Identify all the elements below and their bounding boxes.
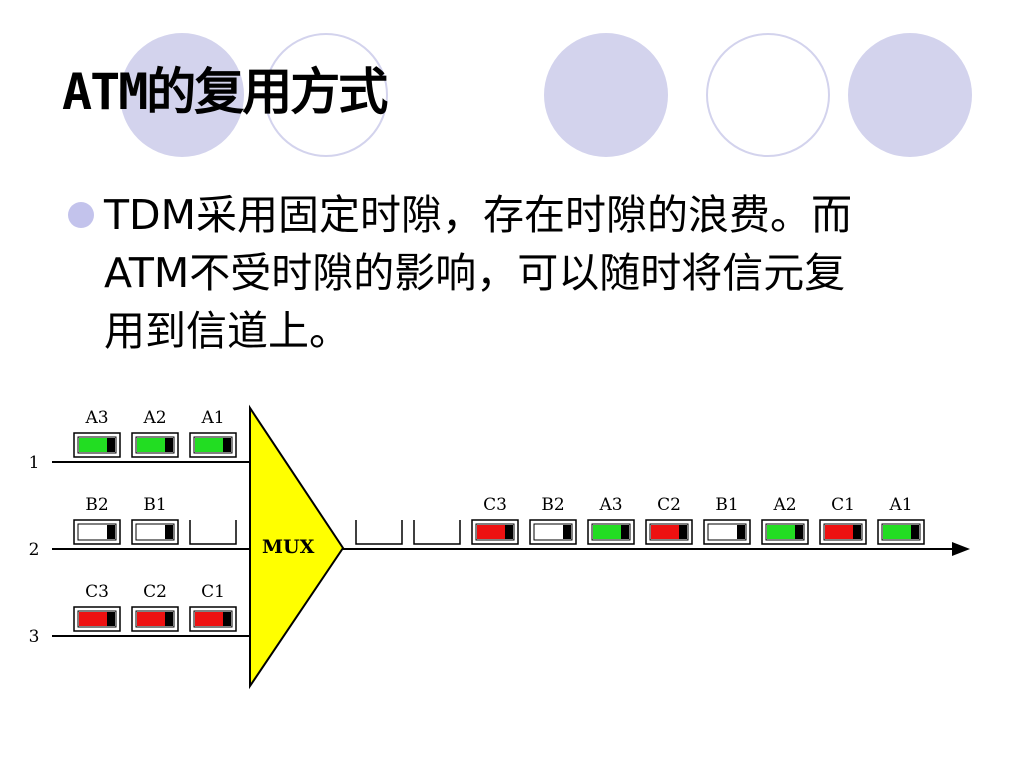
atm-cell: A3 <box>587 495 635 545</box>
bullet-line: ATM不受时隙的影响，可以随时将信元复 <box>104 249 846 297</box>
cell-payload <box>535 525 563 539</box>
cell-header <box>853 525 861 539</box>
atm-cell: C3 <box>471 495 519 545</box>
cell-header <box>563 525 571 539</box>
atm-cell <box>413 520 461 545</box>
cell-label: A2 <box>142 408 166 428</box>
empty-slot <box>189 520 237 545</box>
atm-cell: A1 <box>877 495 925 545</box>
cell-payload <box>137 525 165 539</box>
input-lines: 1 A3 A2 A1 2 B2 B1 3 C3 C2 C1 <box>29 408 250 647</box>
cell-label: C3 <box>85 582 109 602</box>
cell-payload <box>137 438 165 452</box>
cell-header <box>737 525 745 539</box>
cell-payload <box>767 525 795 539</box>
cell-label: A1 <box>888 495 912 515</box>
cell-header <box>223 612 231 626</box>
cell-label: C2 <box>143 582 167 602</box>
cell-header <box>679 525 687 539</box>
atm-cell: A3 <box>73 408 121 458</box>
cell-label: B2 <box>85 495 108 515</box>
bullet-line: 用到信道上。 <box>104 307 350 355</box>
cell-label: C1 <box>831 495 855 515</box>
atm-cell: B1 <box>131 495 179 545</box>
cell-header <box>505 525 513 539</box>
cell-header <box>621 525 629 539</box>
atm-cell: A1 <box>189 408 237 458</box>
input-line-label: 1 <box>29 453 40 473</box>
cell-payload <box>195 438 223 452</box>
cell-label: C3 <box>483 495 507 515</box>
cell-payload <box>477 525 505 539</box>
cell-label: A1 <box>200 408 224 428</box>
slide-title: ATM的复用方式 <box>62 63 388 121</box>
cell-header <box>165 525 173 539</box>
cell-header <box>107 525 115 539</box>
cell-header <box>165 612 173 626</box>
atm-cell: B1 <box>703 495 751 545</box>
cell-header <box>911 525 919 539</box>
atm-cell <box>189 520 237 545</box>
atm-cell: C1 <box>819 495 867 545</box>
cell-header <box>165 438 173 452</box>
cell-payload <box>79 438 107 452</box>
bullet-text: TDM采用固定时隙，存在时隙的浪费。而 ATM不受时隙的影响，可以随时将信元复 … <box>104 186 984 360</box>
decor-circle <box>264 33 388 157</box>
cell-payload <box>593 525 621 539</box>
cell-payload <box>137 612 165 626</box>
atm-cell: A2 <box>131 408 179 458</box>
atm-cell: C2 <box>131 582 179 632</box>
cell-header <box>107 612 115 626</box>
cell-label: A3 <box>84 408 108 428</box>
cell-label: B1 <box>715 495 738 515</box>
cell-label: C1 <box>201 582 225 602</box>
atm-cell: B2 <box>73 495 121 545</box>
output-line: C3 B2 A3 C2 B1 A2 C1 A1 <box>343 495 970 556</box>
atm-cell <box>355 520 403 545</box>
cell-label: B2 <box>541 495 564 515</box>
cell-payload <box>651 525 679 539</box>
input-line-label: 2 <box>29 540 40 560</box>
arrow-head-icon <box>952 542 970 556</box>
input-line-label: 3 <box>29 627 40 647</box>
cell-label: A3 <box>598 495 622 515</box>
cell-payload <box>709 525 737 539</box>
decor-circle <box>706 33 830 157</box>
mux-triangle <box>249 404 345 690</box>
decor-circle <box>848 33 972 157</box>
atm-cell: C1 <box>189 582 237 632</box>
cell-header <box>795 525 803 539</box>
decor-circle <box>120 33 244 157</box>
cell-payload <box>79 612 107 626</box>
empty-slot <box>413 520 461 545</box>
cell-label: A2 <box>772 495 796 515</box>
empty-slot <box>355 520 403 545</box>
cell-header <box>223 438 231 452</box>
mux-label: MUX <box>262 536 315 558</box>
decor-circle <box>544 33 668 157</box>
cell-header <box>107 438 115 452</box>
cell-payload <box>195 612 223 626</box>
atm-cell: A2 <box>761 495 809 545</box>
cell-payload <box>883 525 911 539</box>
atm-cell: C3 <box>73 582 121 632</box>
atm-cell: C2 <box>645 495 693 545</box>
atm-cell: B2 <box>529 495 577 545</box>
cell-label: B1 <box>143 495 166 515</box>
cell-payload <box>825 525 853 539</box>
cell-label: C2 <box>657 495 681 515</box>
bullet-icon <box>68 202 94 228</box>
cell-payload <box>79 525 107 539</box>
bullet-line: TDM采用固定时隙，存在时隙的浪费。而 <box>104 191 852 239</box>
